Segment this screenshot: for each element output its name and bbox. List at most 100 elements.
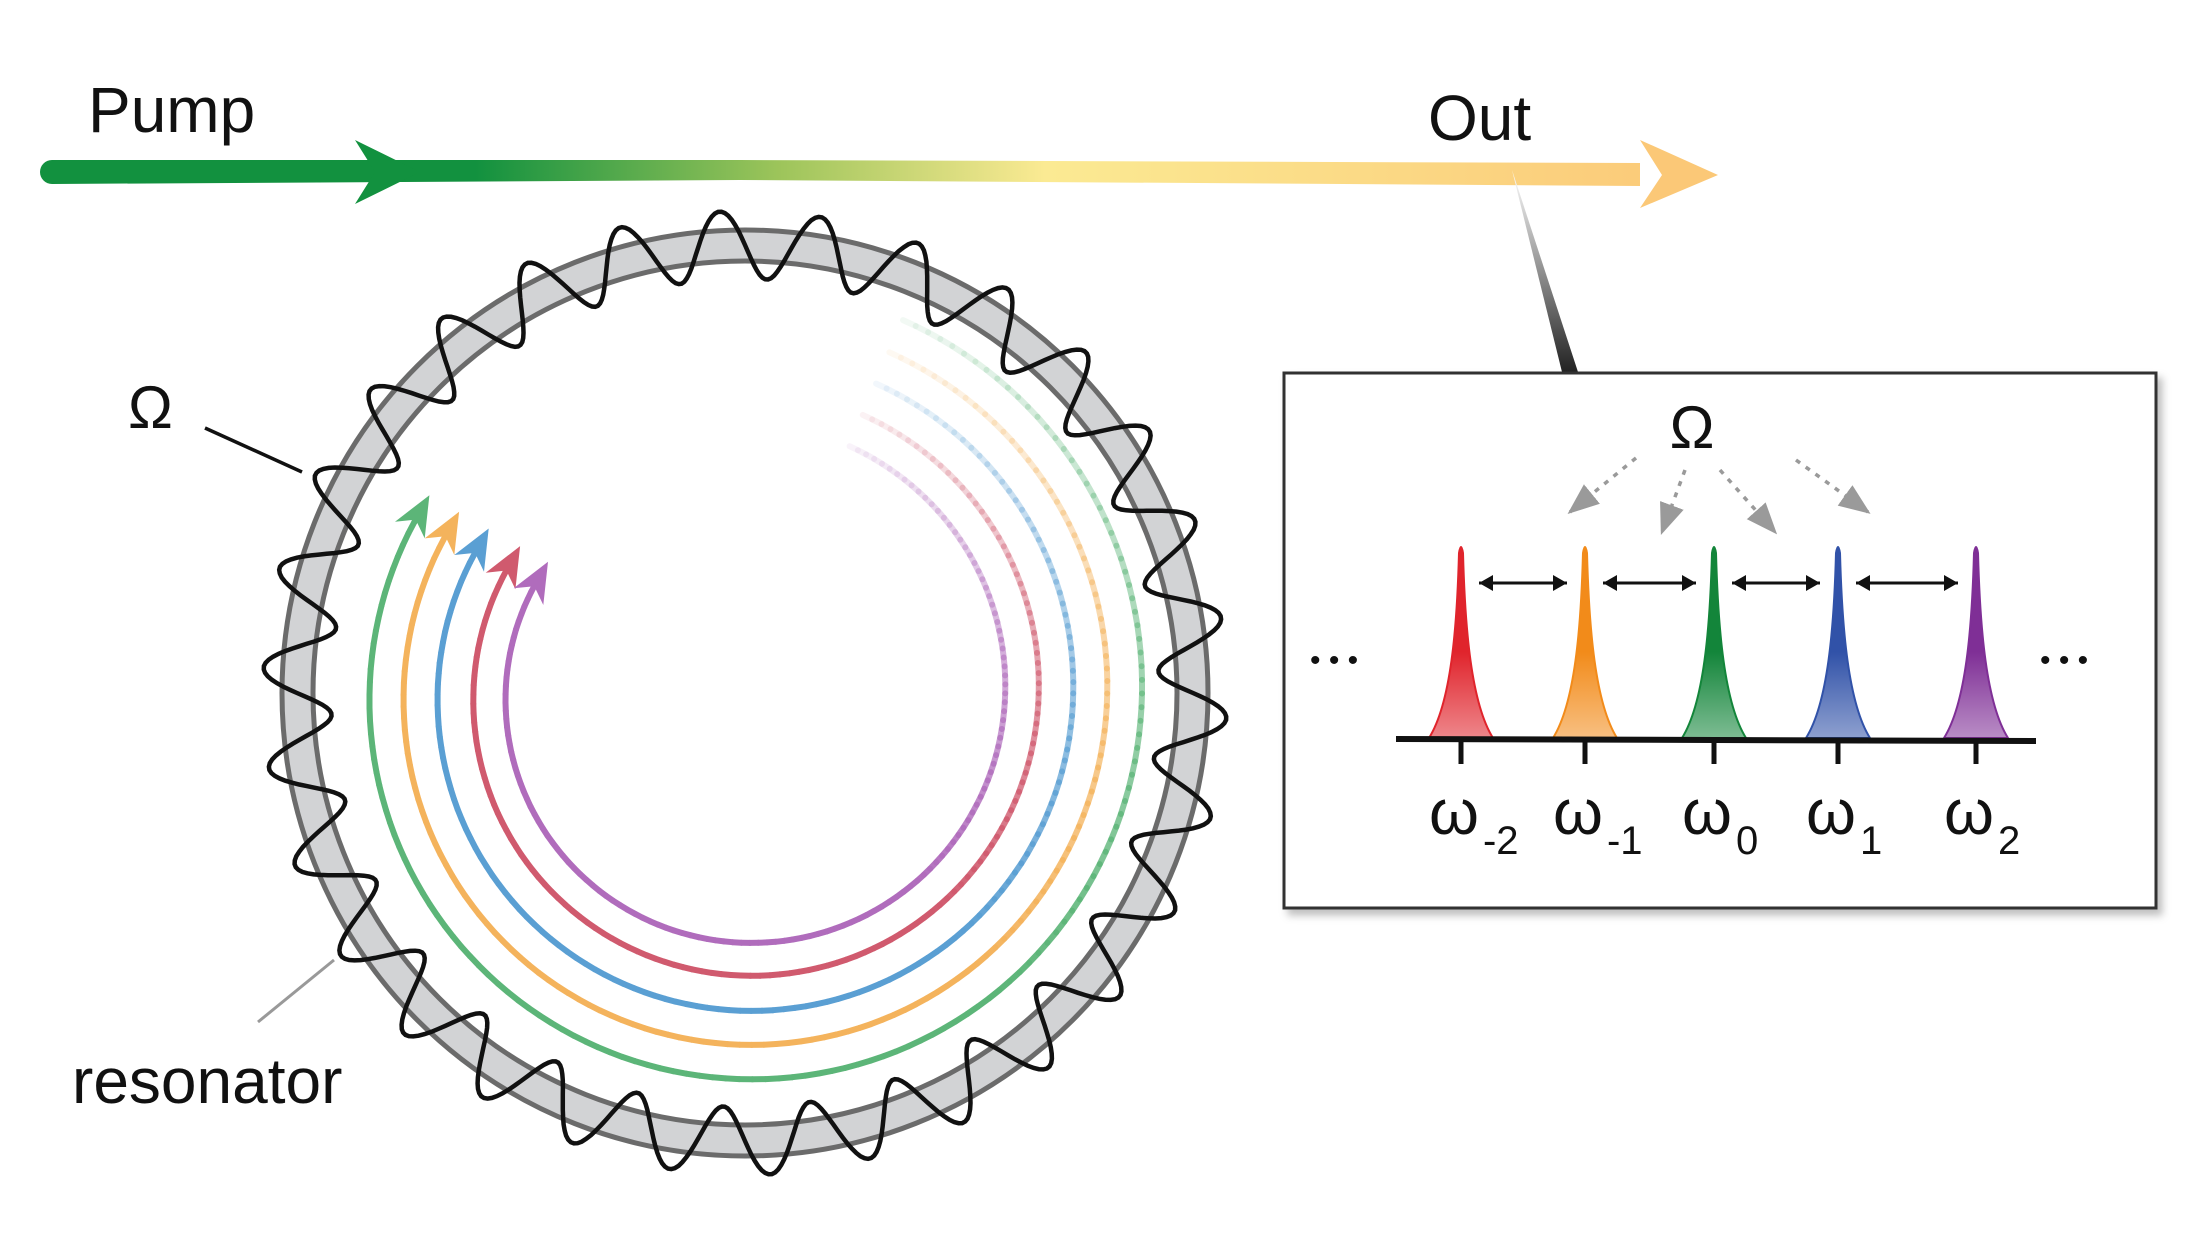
- spiral-segment: [886, 465, 901, 478]
- omega-dotted-arrows: [1567, 456, 1871, 535]
- spiral-arrowhead: [454, 528, 489, 572]
- spiral-segment: [1043, 424, 1059, 441]
- out-arrowhead: [1640, 140, 1718, 208]
- spiral-segment: [942, 422, 958, 436]
- ellipsis-right: • • •: [2040, 644, 2088, 677]
- spiral-segment: [999, 478, 1013, 494]
- spiral-segment: [959, 484, 973, 499]
- spiral-segment: [1025, 516, 1037, 533]
- pump-arrowhead: [355, 140, 420, 204]
- spiral-segment: [928, 501, 941, 514]
- ellipsis-left: • • •: [1310, 644, 1358, 677]
- spiral-segment: [945, 469, 959, 484]
- spiral-arrowhead: [513, 561, 548, 605]
- spiral-segment: [871, 455, 885, 467]
- spiral-segment: [901, 476, 915, 489]
- spiral-segment: [1030, 526, 1042, 543]
- comb-line-peak: [1551, 546, 1619, 739]
- spacing-arrowhead-right: [1553, 575, 1567, 591]
- spiral-segment: [846, 443, 861, 454]
- comb-line-label-base: ω: [1944, 776, 1994, 848]
- spiral-segment: [915, 488, 929, 501]
- spiral-segment: [959, 436, 975, 451]
- spiral-segment: [1033, 467, 1047, 484]
- spiral-segment: [1009, 437, 1024, 454]
- pump-label: Pump: [88, 74, 255, 146]
- spiral-segment: [982, 411, 998, 426]
- spiral-segment: [991, 419, 1007, 435]
- spiral-segment: [957, 536, 969, 551]
- spiral-segment: [1060, 509, 1072, 527]
- spiral-segment: [962, 544, 973, 559]
- comb-line-label-base: ω: [1806, 776, 1856, 848]
- spiral-segment: [1005, 552, 1016, 568]
- spiral-segment: [913, 402, 930, 415]
- spiral-segment: [1025, 457, 1040, 474]
- spiral-segment: [1113, 542, 1125, 562]
- spiral-segment: [990, 525, 1002, 541]
- spiral-segment: [1118, 555, 1129, 575]
- spiral-segment: [983, 366, 1001, 382]
- line-spacing-arrows: [1479, 575, 1958, 591]
- comb-line-label-subscript: 2: [1998, 819, 2020, 863]
- spiral-segment: [1054, 498, 1067, 516]
- comb-line-peak: [1942, 546, 2010, 739]
- spiral-segment: [1081, 555, 1092, 574]
- spiral-segment: [894, 471, 908, 483]
- spiral-segment: [1076, 468, 1090, 487]
- spiral-segment: [886, 349, 904, 361]
- omega-dotted-arrow: [1794, 458, 1871, 514]
- beam-shape: [40, 160, 1640, 186]
- spiral-segment: [923, 408, 939, 422]
- spiral-segment: [1013, 571, 1024, 587]
- spiral-segment: [912, 323, 932, 336]
- spiral-segment: [1023, 600, 1033, 616]
- spiral-segment: [1024, 403, 1041, 420]
- comb-line-label-base: ω: [1553, 776, 1603, 848]
- spiral-segment: [1108, 529, 1120, 549]
- spiral-segment: [1015, 394, 1031, 410]
- spiral-segment: [984, 461, 998, 476]
- spacing-arrowhead-left: [1856, 575, 1870, 591]
- spacing-arrowhead-right: [1682, 575, 1696, 591]
- spiral-segment: [1071, 532, 1083, 550]
- spiral-segment: [893, 390, 910, 403]
- spiral-arrowhead: [395, 495, 430, 539]
- spiral-segment: [1066, 520, 1078, 539]
- spiral-segment: [1009, 561, 1020, 578]
- resonator-leader: [257, 958, 335, 1024]
- comb-line-label-subscript: 1: [1860, 819, 1882, 863]
- spiral-segment: [978, 508, 991, 524]
- spiral-segment: [897, 354, 916, 367]
- spiral-segment: [986, 593, 996, 608]
- spiral-segment: [972, 500, 985, 515]
- spiral-segment: [971, 560, 982, 575]
- spiral-segment: [887, 426, 903, 438]
- spiral-segment: [1000, 543, 1012, 559]
- spiral-segment: [994, 375, 1011, 391]
- spiral-arrowhead: [424, 511, 460, 555]
- spiral-segment: [1040, 547, 1052, 564]
- spiral-segment: [1053, 578, 1063, 596]
- spiral-segment: [937, 336, 956, 350]
- spiral-segment: [951, 429, 966, 443]
- spacing-arrowhead-right: [1944, 575, 1958, 591]
- spiral-segment: [1040, 477, 1054, 494]
- spiral-segment: [900, 317, 919, 329]
- comb-line-peak: [1804, 546, 1872, 739]
- spacing-arrowhead-left: [1603, 575, 1617, 591]
- spiral-segment: [1076, 543, 1087, 562]
- spiral-segment: [984, 517, 997, 532]
- spiral-segment: [905, 437, 920, 450]
- inset-pointer: [1512, 170, 1578, 372]
- spiral-segment: [883, 385, 900, 397]
- spiral-segment: [922, 494, 935, 508]
- spiral-segment: [952, 529, 964, 543]
- spiral-segment: [972, 358, 990, 373]
- spiral-segment: [989, 601, 998, 617]
